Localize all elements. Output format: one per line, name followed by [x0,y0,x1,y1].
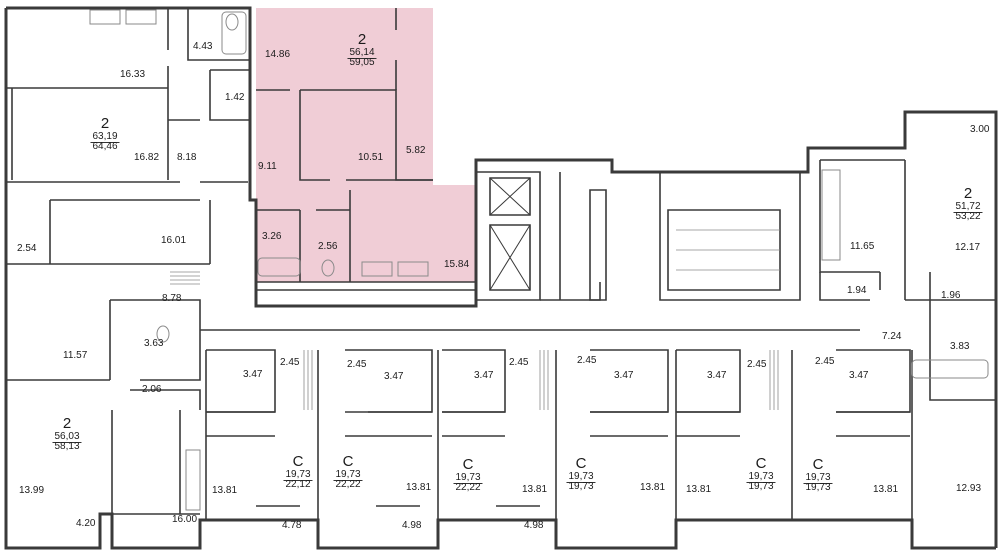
unit-rooms: С [812,456,824,473]
unit-living-area: 19,73 [566,470,596,483]
room-area: 15.84 [444,259,470,270]
unit-rooms: 2 [100,115,110,132]
room-area: 13.81 [640,482,666,493]
unit-living-area: 56,03 [52,430,82,443]
room-area: 13.81 [212,485,238,496]
room-area: 3.63 [144,338,164,349]
elevator-shafts [489,177,531,291]
room-area: 4.20 [76,518,96,529]
highlighted-apartment[interactable] [256,8,476,282]
room-area: 3.47 [384,371,404,382]
unit-label: 2 63,19 64,46 [90,115,120,153]
room-area: 3.00 [970,124,990,135]
fixtures [89,9,989,511]
room-area: 13.81 [873,484,899,495]
room-area: 16.01 [161,235,187,246]
room-area: 3.47 [243,369,263,380]
room-area: 11.65 [850,241,875,252]
unit-total-area: 22,22 [335,479,361,491]
unit-rooms: 2 [62,415,72,432]
unit-rooms: 2 [357,31,367,48]
interior-walls [6,8,996,520]
room-area: 2.54 [17,243,37,254]
room-area: 4.98 [402,520,422,531]
room-area: 8.78 [162,293,182,304]
room-area: 2.45 [509,357,529,368]
unit-living-area: 19,73 [453,471,483,484]
room-area: 11.57 [63,350,88,361]
unit-total-area: 22,22 [455,482,481,494]
unit-total-area: 19,73 [568,481,594,493]
unit-total-area: 59,05 [349,57,375,69]
unit-label: С 19,73 19,73 [803,456,833,494]
unit-total-area: 19,73 [805,482,831,494]
unit-living-area: 51,72 [953,200,983,213]
room-area: 3.47 [614,370,634,381]
room-area: 3.47 [849,370,869,381]
room-area: 12.93 [956,483,982,494]
room-area: 3.47 [707,370,727,381]
room-area: 3.83 [950,341,970,352]
stairs [170,229,780,410]
room-area: 10.51 [358,152,384,163]
unit-rooms: С [342,453,354,470]
room-area: 12.17 [955,242,981,253]
unit-living-area: 56,14 [347,46,377,59]
room-area: 2.45 [815,356,835,367]
room-area: 14.86 [265,49,291,60]
room-area: 9.11 [258,161,277,172]
room-area: 13.81 [406,482,432,493]
room-area: 1.96 [941,290,961,301]
room-area: 16.00 [172,514,198,525]
room-area: 2.45 [577,355,597,366]
room-area: 16.33 [120,69,146,80]
unit-living-area: 19,73 [803,471,833,484]
unit-label: С 19,73 22,22 [333,453,363,491]
unit-label: С 19,73 22,12 [283,453,313,491]
unit-rooms: С [575,455,587,472]
unit-rooms: 2 [963,185,973,202]
room-area: 4.43 [193,41,213,52]
room-area: 16.82 [134,152,160,163]
unit-rooms: С [755,455,767,472]
room-area: 13.81 [686,484,712,495]
room-area: 2.45 [347,359,367,370]
room-area: 2.56 [318,241,338,252]
unit-total-area: 22,12 [285,479,311,491]
unit-total-area: 53,22 [955,211,981,223]
unit-label: 2 56,03 58,13 [52,415,82,453]
unit-label: С 19,73 22,22 [453,456,483,494]
room-area: 13.81 [522,484,548,495]
room-area: 4.98 [524,520,544,531]
unit-label: С 19,73 19,73 [746,455,776,493]
unit-rooms: С [462,456,474,473]
room-area: 4.78 [282,520,302,531]
room-area: 5.82 [406,145,426,156]
room-area: 2.45 [280,357,300,368]
room-area: 2.06 [142,384,162,395]
unit-total-area: 64,46 [92,141,118,153]
room-area: 1.94 [847,285,867,296]
unit-living-area: 19,73 [746,470,776,483]
unit-living-area: 19,73 [283,468,313,481]
room-area: 1.42 [225,92,245,103]
room-area: 3.26 [262,231,282,242]
room-area: 13.99 [19,485,45,496]
unit-living-area: 63,19 [90,130,120,143]
unit-label: С 19,73 19,73 [566,455,596,493]
unit-label: 2 51,72 53,22 [953,185,983,223]
unit-total-area: 58,13 [54,441,80,453]
unit-living-area: 19,73 [333,468,363,481]
room-area: 2.45 [747,359,767,370]
unit-total-area: 19,73 [748,481,774,493]
unit-label-highlighted[interactable]: 2 56,14 59,05 [347,31,377,69]
room-area: 8.18 [177,152,197,163]
room-area: 7.24 [882,331,902,342]
unit-rooms: С [292,453,304,470]
room-area: 3.47 [474,370,494,381]
exterior-walls [4,6,998,550]
